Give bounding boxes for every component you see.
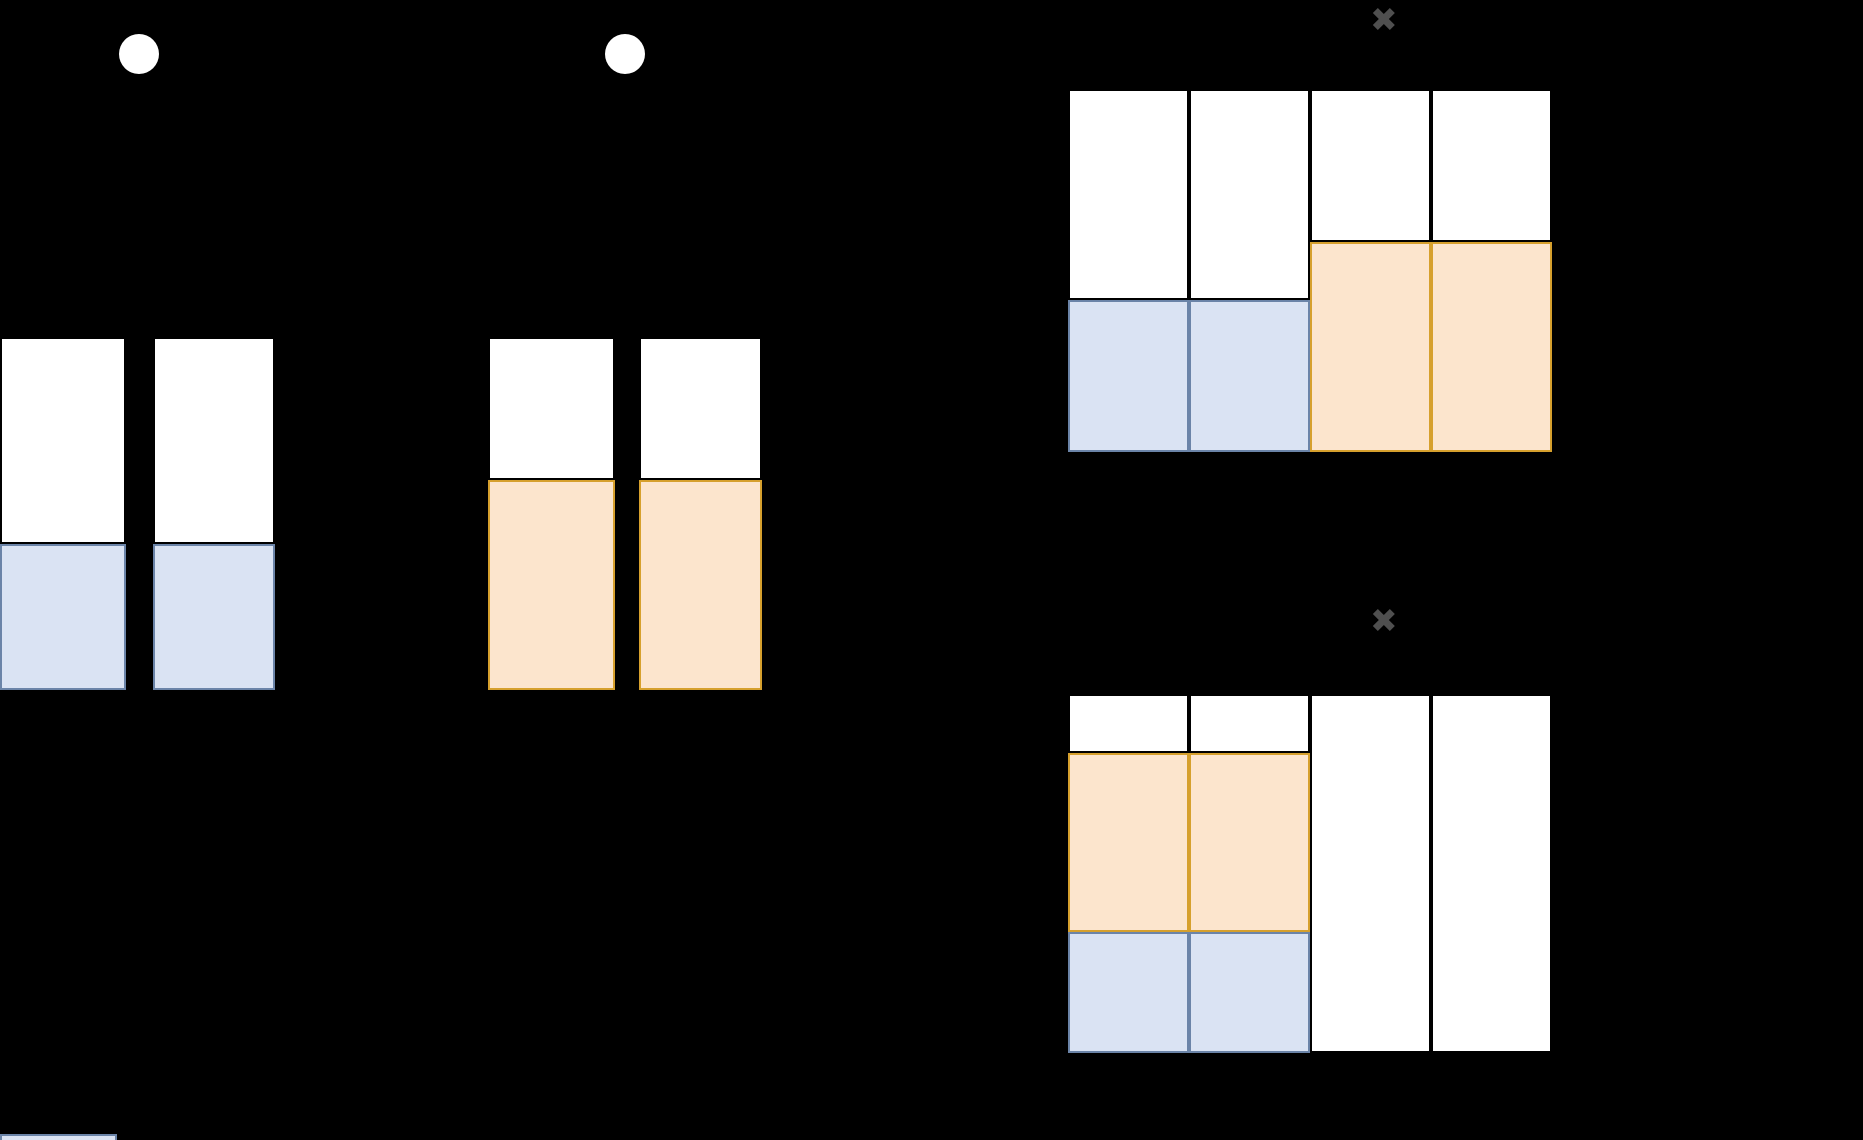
white-cell[interactable] <box>1068 694 1189 753</box>
middle-bar-pair-group <box>488 337 762 690</box>
white-cell[interactable] <box>1310 694 1431 1053</box>
blue-cell[interactable] <box>1189 300 1310 452</box>
white-cell[interactable] <box>1068 89 1189 300</box>
white-cell[interactable] <box>1189 89 1310 300</box>
blue-cell[interactable] <box>1068 932 1189 1053</box>
close-icon[interactable]: ✖ <box>1370 601 1398 640</box>
blue-cell[interactable] <box>1189 932 1310 1053</box>
blue-fragment-bottom-left[interactable] <box>0 1134 117 1140</box>
orange-cell[interactable] <box>639 480 762 690</box>
white-cell[interactable] <box>639 337 762 480</box>
white-cell[interactable] <box>488 337 615 480</box>
bottom-right-grid-group <box>1068 694 1552 1053</box>
white-cell[interactable] <box>1310 89 1431 242</box>
blue-cell[interactable] <box>0 544 126 690</box>
white-cell[interactable] <box>0 337 126 544</box>
white-cell[interactable] <box>153 337 275 544</box>
blue-cell[interactable] <box>1068 300 1189 452</box>
white-cell[interactable] <box>1431 89 1552 242</box>
orange-cell[interactable] <box>1189 753 1310 932</box>
bullet-circle-2 <box>605 34 645 74</box>
orange-cell[interactable] <box>488 480 615 690</box>
blue-cell[interactable] <box>153 544 275 690</box>
orange-cell[interactable] <box>1310 242 1431 452</box>
top-right-grid-group <box>1068 89 1552 452</box>
white-cell[interactable] <box>1189 694 1310 753</box>
orange-cell[interactable] <box>1068 753 1189 932</box>
left-bar-pair-group <box>0 337 275 690</box>
bullet-circle-1 <box>119 34 159 74</box>
orange-cell[interactable] <box>1431 242 1552 452</box>
white-cell[interactable] <box>1431 694 1552 1053</box>
close-icon[interactable]: ✖ <box>1370 0 1398 39</box>
